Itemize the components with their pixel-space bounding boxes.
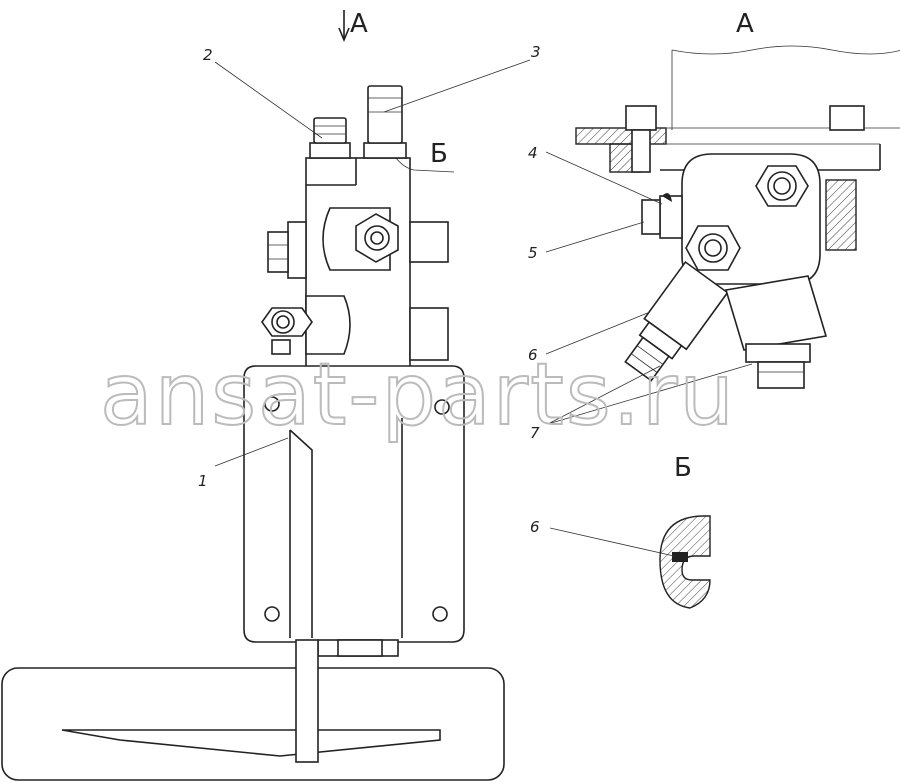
callout-6: 6 [528, 346, 538, 364]
callout-1: 1 [198, 472, 208, 490]
callout-2: 2 [203, 46, 213, 64]
callout-3: 3 [531, 43, 541, 61]
view-letter-a: A [736, 9, 754, 39]
detail-b [549, 515, 711, 609]
callout-6-detail: 6 [530, 518, 540, 536]
callout-4: 4 [528, 144, 538, 162]
side-boss-lower [261, 295, 449, 361]
left-plug [267, 221, 307, 279]
angled-fitting-right [724, 275, 828, 389]
top-fitting-3 [363, 85, 407, 159]
lower-housing [243, 365, 465, 657]
view-letter-arrow: A [350, 9, 368, 39]
view-a [545, 45, 900, 425]
angled-fitting-left [624, 260, 729, 382]
pedal-plate [1, 639, 505, 781]
watermark: ansat-parts.ru [100, 345, 736, 445]
callout-7: 7 [530, 424, 540, 442]
detail-letter-b: Б [674, 453, 692, 483]
top-fitting-2 [309, 117, 351, 159]
main-view [1, 10, 531, 781]
view-arrow [338, 10, 350, 43]
side-boss-upper [322, 207, 449, 271]
section-letter-b: Б [430, 139, 448, 169]
callout-5: 5 [528, 244, 538, 262]
